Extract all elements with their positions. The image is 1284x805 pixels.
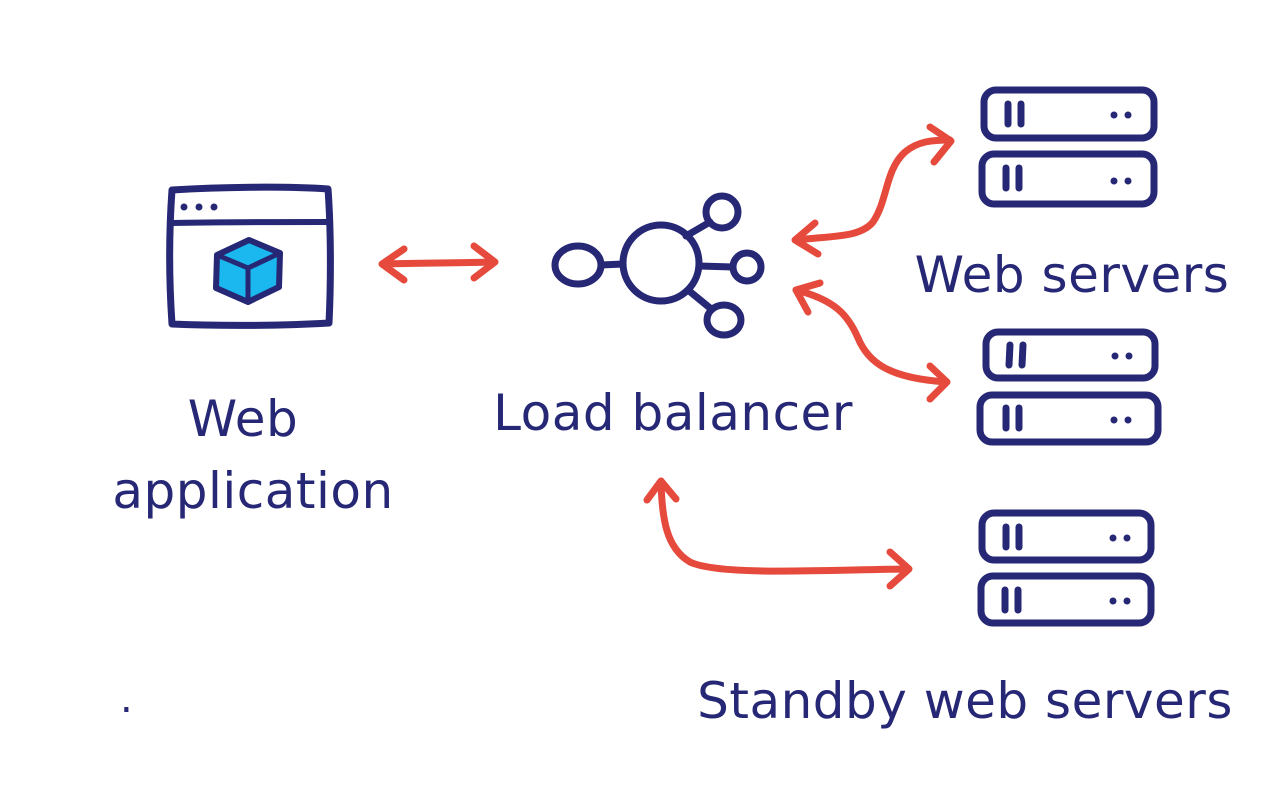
hub-network-icon <box>551 192 765 339</box>
footnote-dot: . <box>120 676 133 722</box>
web-servers-label: Web servers <box>915 246 1230 304</box>
arrow-loadbalancer-webservers-top <box>791 123 955 258</box>
server-rack-icon <box>978 86 1158 208</box>
arrow-loadbalancer-standby <box>643 477 913 590</box>
web-application-label-line2: application <box>112 462 393 520</box>
browser-window-cube-icon <box>166 183 334 329</box>
server-rack-icon <box>976 328 1162 446</box>
standby-web-servers-label: Standby web servers <box>697 672 1233 730</box>
arrow-loadbalancer-webservers-middle <box>792 279 951 403</box>
load-balancer-label: Load balancer <box>493 384 853 442</box>
web-application-label-line1: Web <box>188 390 299 448</box>
server-rack-icon <box>977 509 1155 627</box>
arrow-webapp-loadbalancer <box>378 242 499 284</box>
connection-arrows <box>378 123 955 590</box>
